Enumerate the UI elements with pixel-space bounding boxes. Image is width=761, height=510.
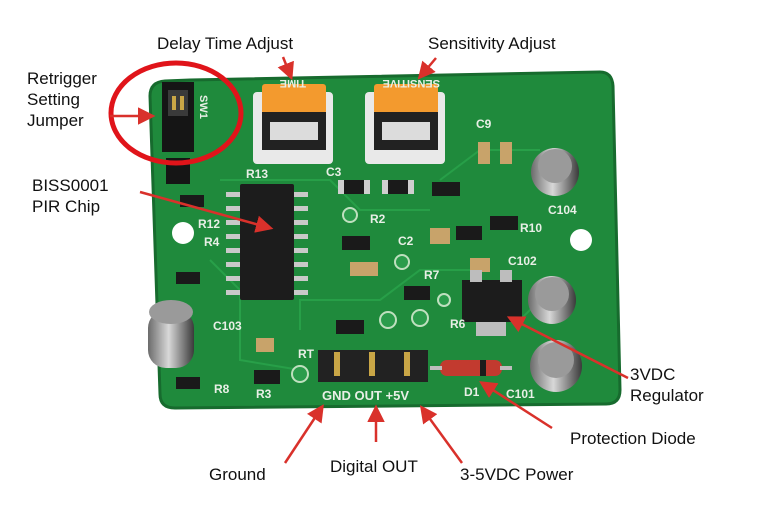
label-biss: BISS0001 PIR Chip [32, 175, 109, 217]
vias [291, 207, 451, 383]
silk-r13: R13 [246, 167, 268, 181]
time-potentiometer [253, 84, 333, 164]
label-regulator-line1: 3VDC [630, 365, 676, 384]
label-retrigger-line3: Jumper [27, 111, 84, 130]
biss0001-chip [226, 184, 308, 300]
silk-r3: R3 [256, 387, 272, 401]
silk-c102: C102 [508, 254, 537, 268]
capacitor-c102 [528, 276, 576, 324]
silk-c3: C3 [326, 165, 342, 179]
smd-components [176, 142, 518, 389]
label-retrigger-line1: Retrigger [27, 69, 97, 88]
silk-r12: R12 [198, 217, 220, 231]
label-retrigger-line2: Setting [27, 90, 80, 109]
capacitor-c104 [531, 148, 579, 196]
arrow-regulator [506, 316, 629, 380]
silk-c2: C2 [398, 234, 414, 248]
silk-sw1: SW1 [197, 95, 209, 119]
sensitivity-potentiometer [365, 84, 445, 164]
silk-c104: C104 [548, 203, 577, 217]
silk-r2: R2 [370, 212, 386, 226]
label-regulator-line2: Regulator [630, 386, 704, 405]
silk-r8: R8 [214, 382, 230, 396]
label-regulator: 3VDC Regulator [630, 364, 704, 406]
label-digital-out: Digital OUT [330, 457, 418, 476]
label-biss-line1: BISS0001 [32, 176, 109, 195]
pin-header [318, 350, 428, 382]
silk-c103: C103 [213, 319, 242, 333]
silk-r6: R6 [450, 317, 466, 331]
retrigger-jumper [162, 82, 194, 184]
silk-r7: R7 [424, 268, 440, 282]
arrow-diode [479, 381, 553, 430]
silk-sensitive: SENSITIVE [383, 77, 440, 89]
mounting-hole [172, 222, 194, 244]
label-power: 3-5VDC Power [460, 465, 574, 484]
label-ground: Ground [209, 465, 266, 484]
silk-r10: R10 [520, 221, 542, 235]
label-retrigger: Retrigger Setting Jumper [27, 68, 97, 131]
arrow-sensitivity [417, 57, 437, 80]
silk-c9: C9 [476, 117, 492, 131]
silk-r4: R4 [204, 235, 220, 249]
highlight-circle [108, 60, 244, 166]
silk-d1: D1 [464, 385, 480, 399]
silk-rt: RT [298, 347, 315, 361]
arrow-ground [283, 404, 324, 464]
arrow-power [419, 405, 464, 464]
arrow-delay [277, 56, 294, 81]
mounting-hole [570, 229, 592, 251]
capacitor-c103 [148, 300, 194, 368]
protection-diode [430, 360, 512, 376]
silk-pins: GND OUT +5V [322, 388, 409, 403]
regulator-chip [462, 270, 522, 336]
capacitor-c101 [530, 340, 582, 392]
label-sensitivity-adjust: Sensitivity Adjust [428, 34, 556, 53]
label-biss-line2: PIR Chip [32, 197, 101, 216]
silk-c101: C101 [506, 387, 535, 401]
label-protection-diode: Protection Diode [570, 429, 696, 448]
pcb-edge [148, 70, 622, 410]
label-delay-time-adjust: Delay Time Adjust [157, 34, 294, 53]
silk-time: TIME [280, 77, 306, 89]
arrow-biss [139, 190, 274, 233]
callout-arrows [110, 56, 629, 464]
